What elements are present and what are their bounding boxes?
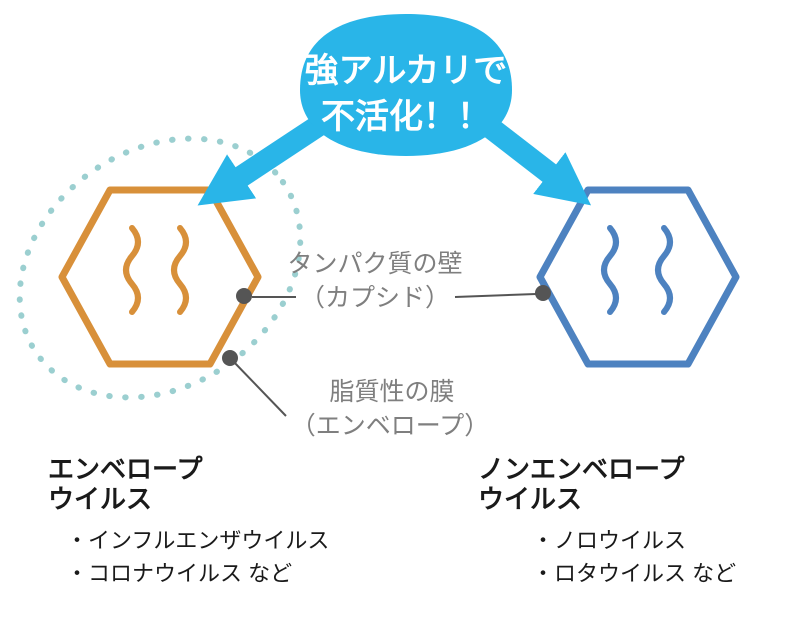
nonenveloped-virus-example-1: ・ノロウイルス: [532, 528, 686, 553]
callout-text-line1: 強アルカリで: [305, 52, 508, 90]
capsid-label-line2: （カプシド）: [300, 284, 450, 312]
nonenveloped-virus-squiggle-2: [655, 225, 673, 315]
enveloped-virus-example-1: ・インフルエンザウイルス: [66, 528, 329, 553]
callout-bubble: [300, 14, 512, 156]
capsid-connector-dot-right: [535, 285, 551, 301]
nonenveloped-virus-title-line2: ウイルス: [478, 484, 582, 514]
nonenveloped-virus-squiggle-1: [601, 225, 619, 315]
enveloped-virus-squiggle-1: [123, 225, 141, 315]
enveloped-virus-example-2: ・コロナウイルス など: [66, 561, 292, 586]
enveloped-virus-title-line2: ウイルス: [48, 484, 152, 514]
enveloped-virus-title-line1: エンベロープ: [48, 454, 203, 484]
envelope-label-line2: （エンベロープ）: [291, 412, 490, 440]
callout-text-line2: 不活化！！: [321, 98, 491, 136]
capsid-label-line1: タンパク質の壁: [287, 250, 462, 278]
enveloped-virus-squiggle-2: [171, 225, 189, 315]
callout-arrow-left: [197, 108, 337, 206]
envelope-connector-line: [231, 359, 287, 417]
capsid-connector-line-right: [454, 293, 537, 298]
nonenveloped-virus-example-2: ・ロタウイルス など: [532, 561, 736, 586]
capsid-connector-dot-left: [236, 288, 252, 304]
nonenveloped-virus-capsid-hexagon: [536, 186, 740, 368]
enveloped-virus-capsid-hexagon: [58, 186, 262, 368]
nonenveloped-virus-title-line1: ノンエンベロープ: [478, 454, 685, 484]
envelope-label-line1: 脂質性の膜: [329, 378, 454, 406]
